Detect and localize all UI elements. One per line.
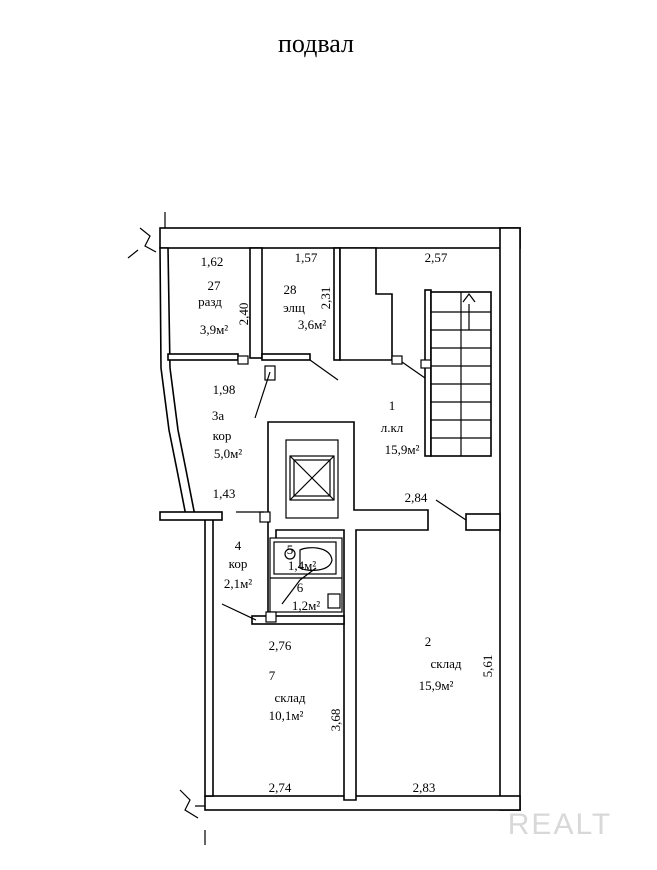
dimension-labels: 1,62 1,57 2,57 2,40 2,31 1,98 1,43 2,84 … bbox=[201, 250, 495, 795]
room-7-area: 10,1м² bbox=[269, 708, 304, 723]
dim-1-43: 1,43 bbox=[213, 486, 236, 501]
outer-walls bbox=[159, 227, 521, 811]
room-28-name: элщ bbox=[283, 300, 305, 315]
dim-1-57: 1,57 bbox=[295, 250, 318, 265]
dim-2-57: 2,57 bbox=[425, 250, 448, 265]
room-2-number: 2 bbox=[425, 634, 432, 649]
dim-5-61: 5,61 bbox=[480, 655, 495, 678]
room-27-area: 3,9м² bbox=[200, 322, 228, 337]
watermark-logo: REALT bbox=[508, 808, 612, 841]
room-3a-name: кор bbox=[213, 428, 232, 443]
dim-2-74: 2,74 bbox=[269, 780, 292, 795]
room-7-name: склад bbox=[275, 690, 306, 705]
dim-3-68: 3,68 bbox=[328, 709, 343, 732]
door-swings bbox=[221, 359, 467, 621]
room-2-area: 15,9м² bbox=[419, 678, 454, 693]
room-1-name: л.кл bbox=[381, 420, 404, 435]
room-5-number: 5 bbox=[287, 542, 294, 557]
room-labels: 27 разд 3,9м² 28 элщ 3,6м² 3а кор 5,0м² … bbox=[198, 278, 462, 723]
dim-2-83: 2,83 bbox=[413, 780, 436, 795]
dim-1-62: 1,62 bbox=[201, 254, 224, 269]
room-3a-number: 3а bbox=[212, 408, 225, 423]
room-27-number: 27 bbox=[208, 278, 222, 293]
room-6-area: 1,2м² bbox=[292, 598, 320, 613]
room-28-area: 3,6м² bbox=[298, 317, 326, 332]
dim-2-31: 2,31 bbox=[318, 287, 333, 310]
room-4-area: 2,1м² bbox=[224, 576, 252, 591]
room-6-number: 6 bbox=[297, 580, 304, 595]
dim-2-76: 2,76 bbox=[269, 638, 292, 653]
room-1-number: 1 bbox=[389, 398, 396, 413]
room-5-area: 1,4м² bbox=[288, 558, 316, 573]
room-4-number: 4 bbox=[235, 538, 242, 553]
staircase bbox=[430, 291, 492, 457]
room-7-number: 7 bbox=[269, 668, 276, 683]
room-1-area: 15,9м² bbox=[385, 442, 420, 457]
room-2-name: склад bbox=[431, 656, 462, 671]
room-28-number: 28 bbox=[284, 282, 297, 297]
dim-1-98: 1,98 bbox=[213, 382, 236, 397]
dim-2-84: 2,84 bbox=[405, 490, 428, 505]
room-3a-area: 5,0м² bbox=[214, 446, 242, 461]
room-27-name: разд bbox=[198, 294, 222, 309]
room-4-name: кор bbox=[229, 556, 248, 571]
plan-title: подвал bbox=[278, 29, 354, 58]
inner-walls bbox=[167, 247, 501, 801]
dim-2-40: 2,40 bbox=[236, 303, 251, 326]
